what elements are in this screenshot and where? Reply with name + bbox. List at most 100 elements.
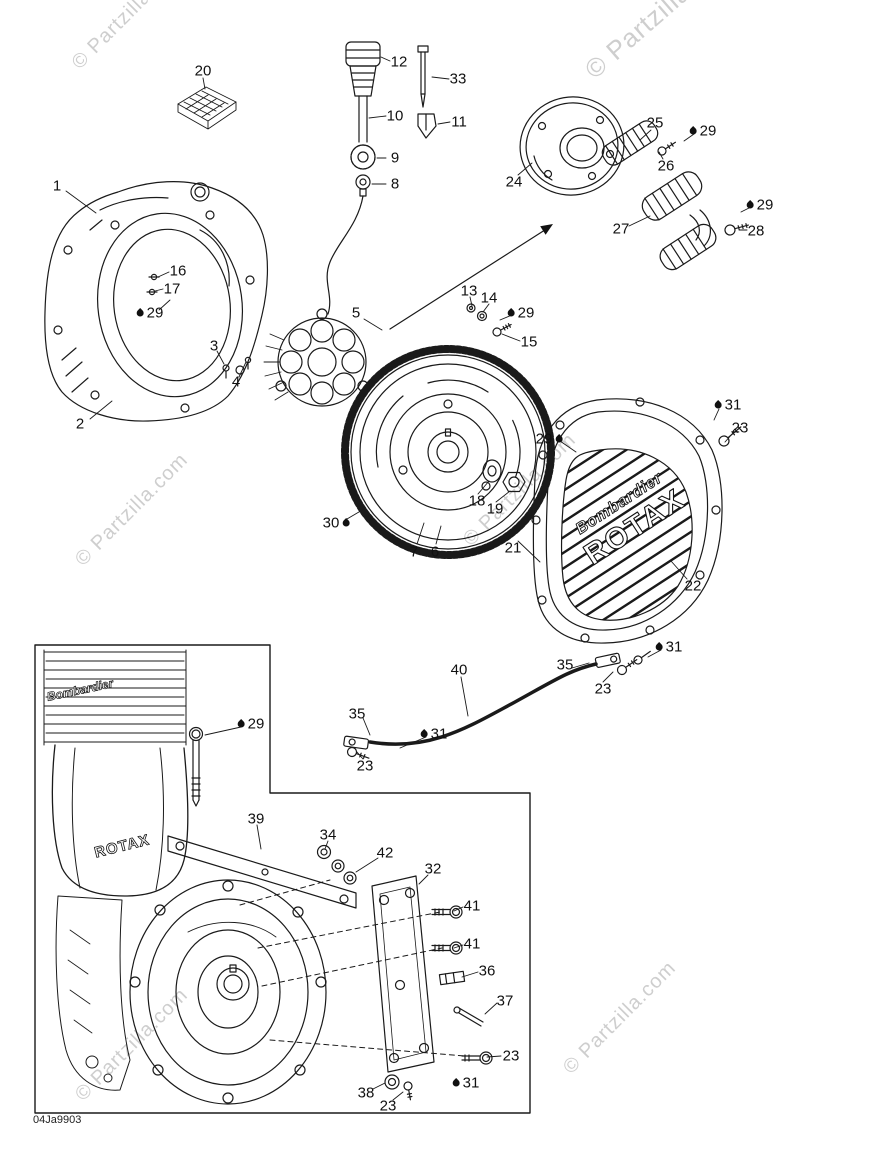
part-number-label: 41	[463, 935, 481, 953]
part-callout-39: 39	[248, 811, 265, 828]
leader-lines	[65, 56, 752, 1101]
part-number-label: 14	[480, 289, 498, 307]
part-number-label: 35	[556, 656, 574, 674]
part-callout-32: 32	[425, 861, 442, 878]
part-number-label: 34	[319, 826, 337, 844]
part-callout-11: 11	[451, 114, 467, 131]
part-callout-27: 27	[613, 221, 630, 238]
lubricant-droplet-icon	[688, 126, 699, 136]
part-number-label: 31	[462, 1074, 480, 1092]
part-number-label: 33	[449, 70, 467, 88]
part-number-label: 8	[390, 175, 400, 193]
part-callout-29: 29	[135, 304, 164, 322]
ground-cable-assembly	[343, 650, 651, 759]
part-number-label: 39	[247, 810, 265, 828]
part-callout-23: 23	[595, 681, 612, 698]
part-callout-31: 31	[654, 638, 683, 656]
part-number-label: 23	[356, 757, 374, 775]
part-number-label: 6	[430, 543, 440, 561]
part-number-label: 29	[146, 304, 164, 322]
part-number-label: 12	[390, 53, 408, 71]
part-callout-26: 26	[658, 158, 675, 175]
part-number-label: 31	[724, 396, 742, 414]
projection-lines	[239, 879, 466, 1057]
part-number-label: 21	[504, 539, 522, 557]
part-callout-37: 37	[497, 993, 514, 1010]
lubricant-droplet-icon	[713, 400, 724, 410]
part-number-label: 23	[502, 1047, 520, 1065]
washers-34-42	[316, 844, 357, 885]
handle-grip-27	[641, 171, 717, 271]
bolt-23-bottom	[403, 1081, 413, 1101]
part-number-label: 29	[756, 196, 774, 214]
part-number-label: 23	[594, 680, 612, 698]
part-number-label: 3	[209, 337, 219, 355]
clutch-side-cover	[129, 879, 327, 1105]
part-number-label: 32	[424, 860, 442, 878]
part-number-label: 16	[169, 262, 187, 280]
part-number-label: 35	[348, 705, 366, 723]
part-callout-4: 4	[232, 374, 240, 391]
part-callout-38: 38	[358, 1085, 375, 1102]
part-number-label: 7	[409, 543, 419, 561]
stator-assembly	[263, 308, 369, 407]
lubricant-droplet-icon	[419, 729, 430, 739]
inset-detail-box	[34, 644, 531, 1114]
part-number-label: 29	[535, 430, 553, 448]
screw-26	[657, 141, 677, 156]
part-number-label: 31	[665, 638, 683, 656]
part-number-label: 42	[376, 844, 394, 862]
part-callout-25: 25	[647, 115, 664, 132]
part-number-label: 15	[520, 333, 538, 351]
test-needle	[417, 45, 429, 108]
part-callout-18: 18	[469, 493, 486, 510]
part-number-label: 13	[460, 282, 478, 300]
part-callout-31: 31	[419, 725, 448, 743]
part-callout-33: 33	[450, 71, 467, 88]
part-number-label: 23	[379, 1097, 397, 1115]
part-number-label: 31	[430, 725, 448, 743]
part-callout-1: 1	[53, 178, 61, 195]
part-callout-20: 20	[195, 63, 212, 80]
part-callout-17: 17	[164, 281, 181, 298]
part-number-label: 37	[496, 992, 514, 1010]
part-number-label: 38	[357, 1084, 375, 1102]
bolt-23-bottom-right	[461, 1051, 493, 1065]
part-callout-6: 6	[431, 544, 439, 561]
part-number-label: 29	[699, 122, 717, 140]
part-callout-10: 10	[387, 108, 404, 125]
part-number-label: 9	[390, 149, 400, 167]
part-callout-29: 29	[745, 196, 774, 214]
lubricant-droplet-icon	[451, 1078, 462, 1088]
lubricant-droplet-icon	[135, 308, 146, 318]
part-callout-34: 34	[320, 827, 337, 844]
part-number-label: 27	[612, 220, 630, 238]
part-callout-5: 5	[352, 305, 360, 322]
washer-38	[384, 1074, 400, 1090]
part-number-label: 28	[747, 222, 765, 240]
part-number-label: 17	[163, 280, 181, 298]
direction-arrow	[389, 224, 553, 330]
part-callout-12: 12	[391, 54, 408, 71]
lubricant-droplet-icon	[553, 434, 564, 444]
part-number-label: 30	[322, 514, 340, 532]
bolt-41-lower	[431, 941, 463, 955]
part-number-label: 19	[486, 500, 504, 518]
part-number-label: 25	[646, 114, 664, 132]
hardware-13-14-15	[466, 303, 512, 337]
part-number-label: 40	[450, 661, 468, 679]
lubricant-droplet-icon	[654, 642, 665, 652]
part-number-label: 26	[657, 157, 675, 175]
part-callout-24: 24	[506, 174, 523, 191]
part-callout-35: 35	[557, 657, 574, 674]
part-callout-15: 15	[521, 334, 538, 351]
part-callout-22: 22	[685, 578, 702, 595]
part-callout-41: 41	[464, 898, 481, 915]
lubricant-droplet-icon	[340, 518, 351, 528]
part-number-label: 10	[386, 107, 404, 125]
part-callout-3: 3	[210, 338, 218, 355]
part-callout-42: 42	[377, 845, 394, 862]
part-callout-23: 23	[357, 758, 374, 775]
